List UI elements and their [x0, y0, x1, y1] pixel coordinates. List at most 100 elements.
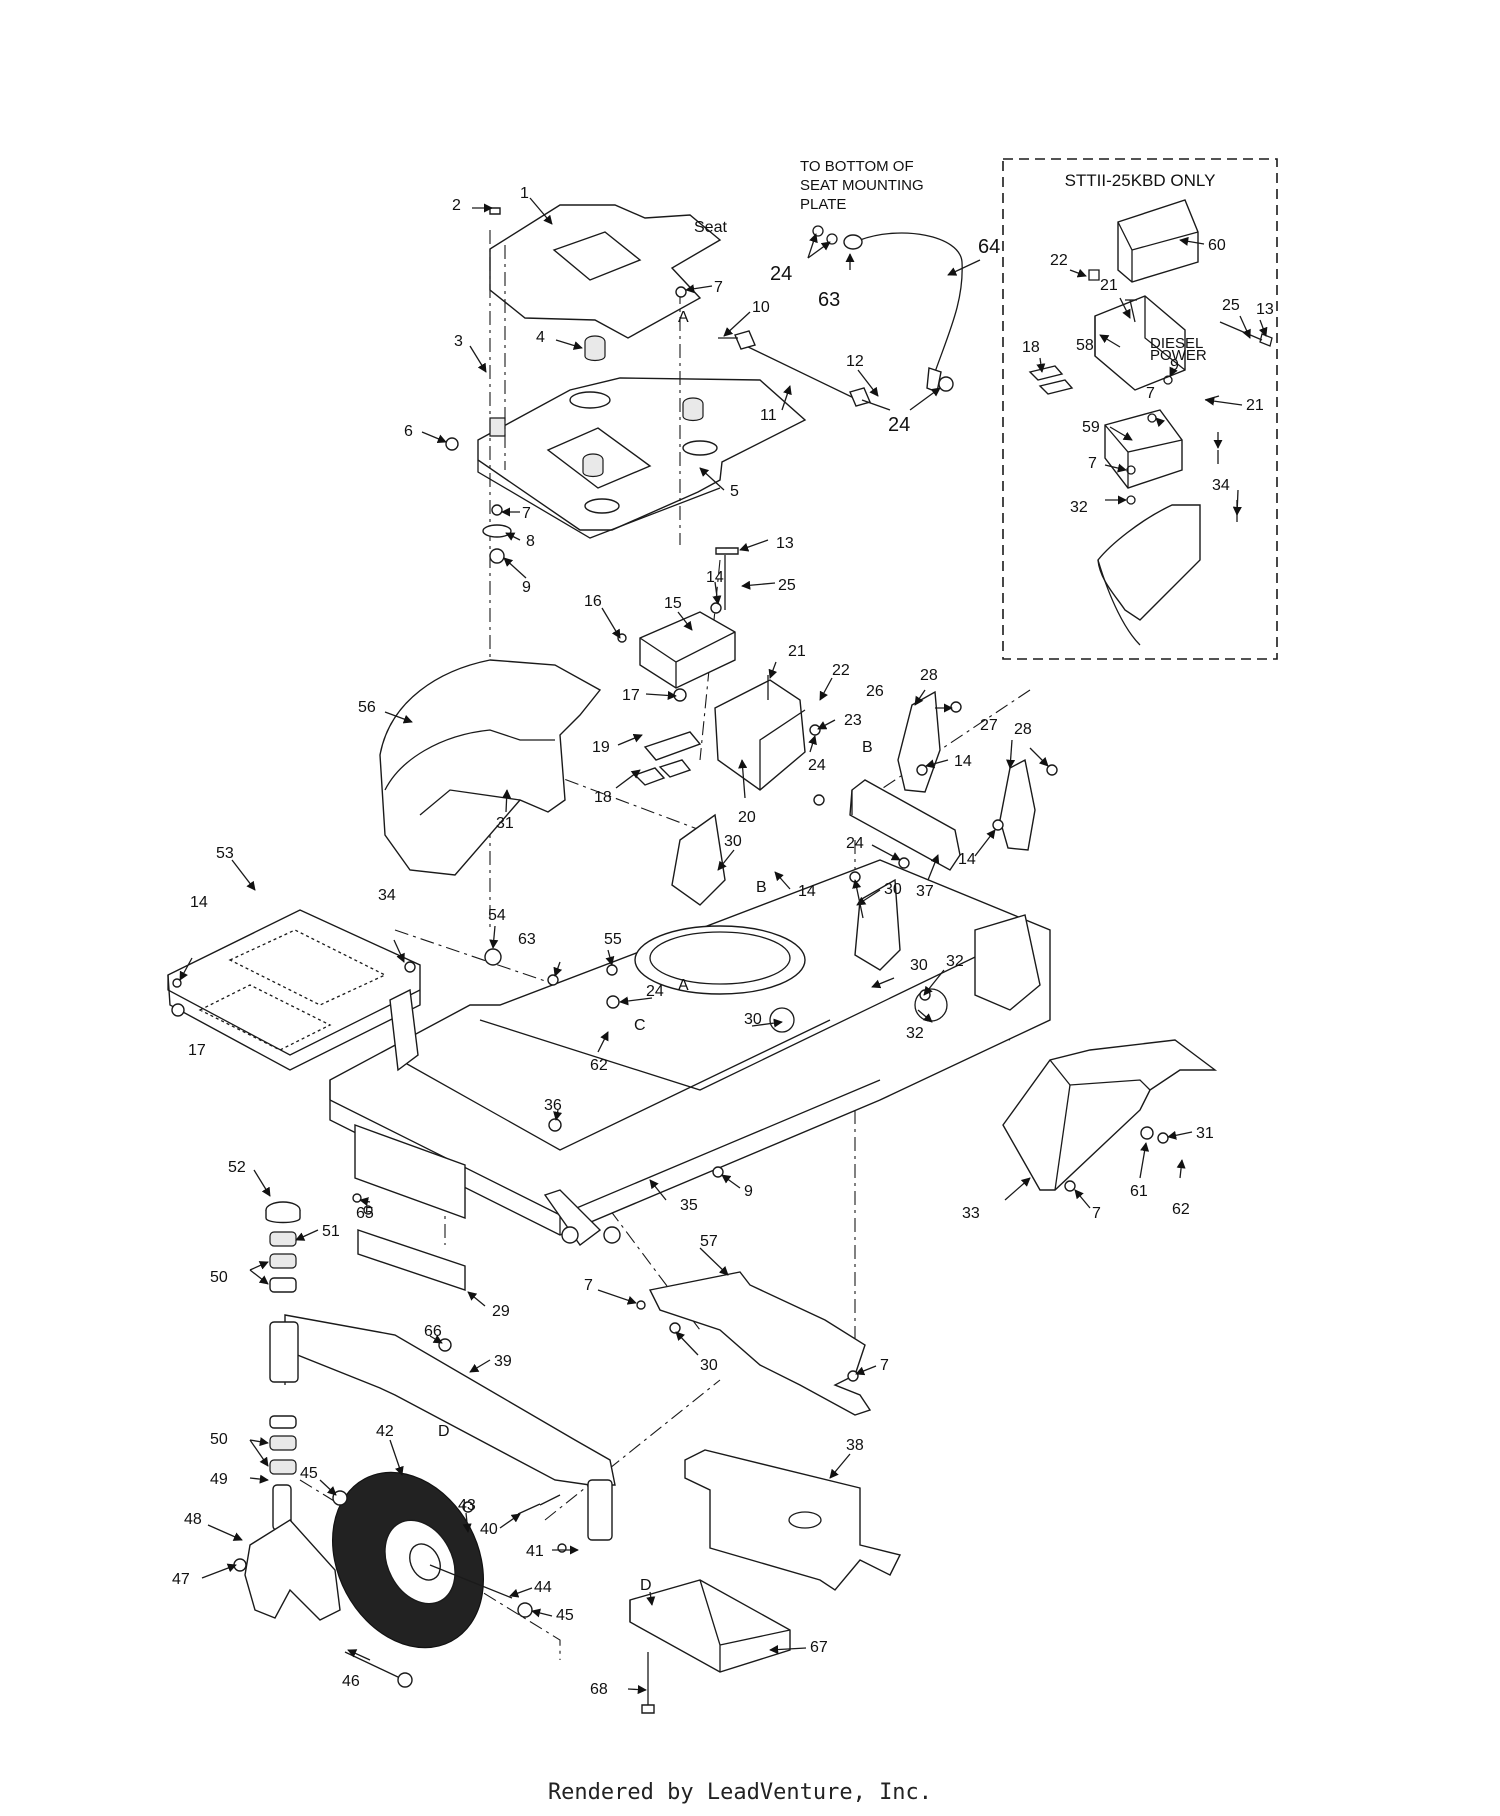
part-19-18-pads: [633, 731, 702, 786]
c-16: 16: [584, 593, 602, 610]
c-13b: 13: [1256, 301, 1274, 318]
part-18-pad-b: [1038, 379, 1074, 395]
part-64-cable: [812, 225, 963, 393]
c-14c: 14: [958, 851, 976, 868]
c-14a: 14: [706, 569, 724, 586]
caster-stack-upper: [265, 1201, 301, 1293]
c-24e: 24: [646, 983, 664, 1000]
c-27: 27: [980, 717, 998, 734]
c-38: 38: [846, 1437, 864, 1454]
c-53: 53: [216, 845, 234, 862]
c-54: 54: [488, 907, 506, 924]
seat-label: Seat: [694, 219, 727, 236]
c-18a: 18: [594, 789, 612, 806]
c-63a: 63: [818, 289, 840, 311]
c-67: 67: [810, 1639, 828, 1656]
c-43: 43: [458, 1497, 476, 1514]
callout-labels: 2 1 7 3 4 5 6 7 8 9 A 10 11 12 24 63 64 …: [172, 185, 1274, 1698]
part-38-plate: [684, 1449, 902, 1591]
c-12: 12: [846, 353, 864, 370]
c-D2: D: [640, 1577, 652, 1594]
c-21c: 21: [1246, 397, 1264, 414]
c-7d: 7: [880, 1357, 889, 1374]
c-62b: 62: [1172, 1201, 1190, 1218]
c-31b: 31: [1196, 1125, 1214, 1142]
c-24d: 24: [846, 835, 864, 852]
leader-arrows: [179, 197, 1268, 1695]
c-59: 59: [1082, 419, 1100, 436]
part-5-mount-plate: [477, 335, 807, 539]
c-34b: 34: [1212, 477, 1230, 494]
c-32c: 32: [1070, 499, 1088, 516]
c-41: 41: [526, 1543, 544, 1560]
part-18-pad-a: [1028, 365, 1064, 381]
part-20-bracket: [714, 679, 806, 791]
c-29: 29: [492, 1303, 510, 1320]
part-1-seat-plate: Seat: [489, 204, 727, 339]
c-31a: 31: [496, 815, 514, 832]
c-23: 23: [844, 712, 862, 729]
c-45b: 45: [556, 1607, 574, 1624]
c-61: 61: [1130, 1183, 1148, 1200]
part-65-panel: [354, 1124, 466, 1219]
part-56-fender: [379, 659, 602, 876]
seat-switch-note: TO BOTTOM OF SEAT MOUNTING PLATE: [800, 158, 924, 213]
c-22a: 22: [832, 662, 850, 679]
c-47: 47: [172, 1571, 190, 1588]
part-68-bolt: [641, 1652, 655, 1714]
c-30b: 30: [884, 881, 902, 898]
c-49: 49: [210, 1471, 228, 1488]
c-13a: 13: [776, 535, 794, 552]
c-9c: 9: [1170, 357, 1179, 374]
c-46: 46: [342, 1673, 360, 1690]
c-35: 35: [680, 1197, 698, 1214]
part-60-cover: [1117, 199, 1199, 283]
part-15-bracket: [639, 611, 736, 689]
note-line-2: SEAT MOUNTING: [800, 177, 924, 194]
part-37-bracket: [849, 779, 961, 871]
c-7f: 7: [1088, 455, 1097, 472]
part-13-25-bolt: [715, 547, 739, 610]
c-8: 8: [526, 533, 535, 550]
footer-credit: Rendered by LeadVenture, Inc.: [548, 1780, 932, 1805]
c-15: 15: [664, 595, 682, 612]
c-C: C: [634, 1017, 646, 1034]
kit-frame-section: [1097, 504, 1201, 621]
c-20: 20: [738, 809, 756, 826]
part-67-plate: [629, 1579, 791, 1673]
c-14e: 14: [190, 894, 208, 911]
c-21b: 21: [1100, 277, 1118, 294]
c-24a: 24: [770, 263, 792, 285]
c-55: 55: [604, 931, 622, 948]
c-A2: A: [678, 977, 689, 994]
c-19: 19: [592, 739, 610, 756]
part-26-bracket: [897, 690, 941, 793]
kit-box: STTII-25KBD ONLY DIESEL POWER: [1002, 158, 1278, 660]
c-66: 66: [424, 1323, 442, 1340]
part-11-rod: [718, 330, 891, 411]
c-B2: B: [756, 879, 767, 896]
c-D1: D: [438, 1423, 450, 1440]
c-A1: A: [678, 309, 689, 326]
part-57-panel: [648, 1271, 872, 1416]
c-10: 10: [752, 299, 770, 316]
part-48-fork: [244, 1519, 341, 1621]
c-32a: 32: [946, 953, 964, 970]
c-62a: 62: [590, 1057, 608, 1074]
c-30a: 30: [724, 833, 742, 850]
part-27-bracket: [999, 758, 1036, 851]
c-30e: 30: [700, 1357, 718, 1374]
c-48: 48: [184, 1511, 202, 1528]
c-50a: 50: [210, 1269, 228, 1286]
part-29-pad: [357, 1229, 466, 1291]
part-35-main-frame: [329, 813, 1051, 1246]
c-22b: 22: [1050, 252, 1068, 269]
c-25a: 25: [778, 577, 796, 594]
c-65: 65: [356, 1205, 374, 1222]
c-36: 36: [544, 1097, 562, 1114]
c-30c: 30: [744, 1011, 762, 1028]
part-53-floor-pan: [167, 909, 421, 1071]
c-11: 11: [760, 407, 777, 424]
c-7b: 7: [1092, 1205, 1101, 1222]
c-40: 40: [480, 1521, 498, 1538]
